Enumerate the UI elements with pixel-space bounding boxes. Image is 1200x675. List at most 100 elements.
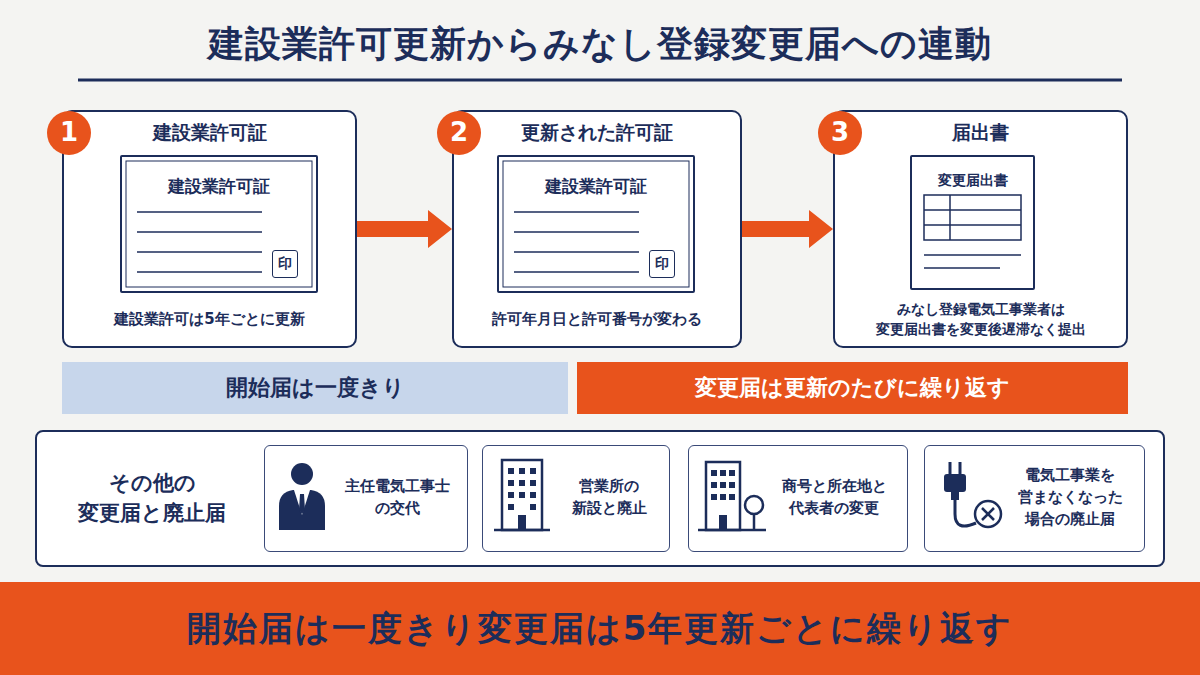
window (530, 504, 536, 510)
certificate-title: 建設業許可証 (122, 173, 316, 199)
step-number: 3 (818, 111, 862, 155)
window (519, 468, 525, 474)
text-line (137, 211, 262, 213)
seal-text: 印 (650, 251, 673, 276)
form-text-line (924, 254, 1021, 256)
form-row-line (924, 209, 1021, 211)
card-text: 電気工事業を 営まなくなった 場合の廃止届 (1001, 446, 1139, 550)
summary-band: 変更届は更新のたびに繰り返す (577, 362, 1128, 414)
form-grid (924, 195, 1021, 268)
step-caption: 許可年月日と許可番号が変わる (454, 306, 740, 334)
text-line (137, 251, 262, 253)
certificate: 建設業許可証印 (497, 155, 695, 293)
ground-line (698, 529, 766, 532)
band-text: 開始届は一度きり (62, 362, 568, 414)
ground-line (494, 529, 550, 532)
cross-circle (975, 501, 1001, 527)
window (530, 480, 536, 486)
form-text-line (924, 267, 1000, 269)
tree-crown (745, 496, 763, 514)
form-col-line (949, 195, 951, 240)
text-line (137, 271, 262, 273)
card-text: 商号と所在地と 代表者の変更 (767, 446, 901, 550)
window (508, 492, 514, 498)
other-notices-box: その他の 変更届と廃止届主任電気工事士 の交代営業所の 新設と廃止商号と所在地と… (35, 430, 1165, 567)
certificate-inner-frame (126, 161, 312, 287)
window (720, 494, 726, 500)
window (720, 482, 726, 488)
conclusion-banner: 開始届は一度きり変更届は5年更新ごとに繰り返す (0, 582, 1200, 675)
person-tie (299, 494, 305, 514)
building-windows (711, 470, 735, 530)
window (519, 480, 525, 486)
window (729, 482, 735, 488)
tree-trunk (753, 514, 756, 530)
connector-layer (357, 210, 833, 248)
text-line (137, 231, 262, 233)
building-icon (494, 460, 550, 530)
text-line (514, 211, 639, 213)
form-row-line (924, 224, 1021, 226)
text-line (514, 251, 639, 253)
diagram-title: 建設業許可更新からみなし登録変更届への連動 (0, 20, 1200, 69)
building-outline (502, 460, 542, 530)
person-body (279, 490, 325, 530)
step-number: 2 (437, 111, 481, 155)
step-heading: 建設業許可証 (64, 118, 355, 148)
plug-cable (955, 500, 976, 526)
window (711, 494, 717, 500)
plug-prong (949, 462, 952, 475)
door (719, 515, 727, 530)
unplugged-icon (944, 462, 1001, 527)
band-text: 変更届は更新のたびに繰り返す (577, 362, 1128, 414)
form-sheet: 変更届出書 (910, 155, 1035, 290)
window (519, 492, 525, 498)
seal-text: 印 (273, 251, 296, 276)
window (508, 480, 514, 486)
window (729, 470, 735, 476)
step-box: 更新された許可証許可年月日と許可番号が変わる2建設業許可証印 (452, 110, 742, 348)
notice-card: 営業所の 新設と廃止 (482, 445, 670, 552)
seal-stamp: 印 (272, 250, 298, 278)
window (711, 482, 717, 488)
window (530, 492, 536, 498)
plug-neck (951, 491, 959, 500)
window (711, 470, 717, 476)
step-box: 建設業許可証建設業許可は5年ごとに更新1建設業許可証印 (62, 110, 357, 348)
step-heading: 届出書 (835, 118, 1126, 148)
certificate: 建設業許可証印 (120, 155, 318, 293)
form-table (924, 195, 1021, 240)
step-number-text: 3 (818, 111, 862, 155)
window (530, 468, 536, 474)
step-number-text: 1 (47, 111, 91, 155)
door (518, 515, 526, 530)
step-heading: 更新された許可証 (454, 118, 740, 148)
notice-card: 主任電気工事士 の交代 (264, 445, 468, 552)
window (508, 468, 514, 474)
window (729, 494, 735, 500)
certificate-title: 建設業許可証 (499, 173, 693, 199)
card-text: 主任電気工事士 の交代 (333, 446, 461, 550)
step-box: 届出書みなし登録電気工事業者は 変更届出書を変更後遅滞なく提出3変更届出書 (833, 110, 1128, 348)
plug-prong (959, 462, 962, 475)
text-line (514, 231, 639, 233)
summary-band: 開始届は一度きり (62, 362, 568, 414)
building-windows (508, 468, 536, 530)
plug-body (944, 474, 966, 492)
step-number-text: 2 (437, 111, 481, 155)
notice-card: 電気工事業を 営まなくなった 場合の廃止届 (924, 445, 1145, 552)
office-tree-icon (698, 462, 766, 530)
step-caption: 建設業許可は5年ごとに更新 (64, 306, 355, 334)
window (508, 504, 514, 510)
step-number: 1 (47, 111, 91, 155)
flow-arrow (742, 210, 833, 248)
flow-arrow (357, 210, 452, 248)
certificate-inner-frame (503, 161, 689, 287)
step-caption: みなし登録電気工事業者は 変更届出書を変更後遅滞なく提出 (839, 292, 1122, 346)
cross-line (982, 508, 994, 520)
person-head (291, 463, 313, 485)
seal-stamp: 印 (649, 250, 675, 278)
person-shirt (294, 490, 310, 515)
